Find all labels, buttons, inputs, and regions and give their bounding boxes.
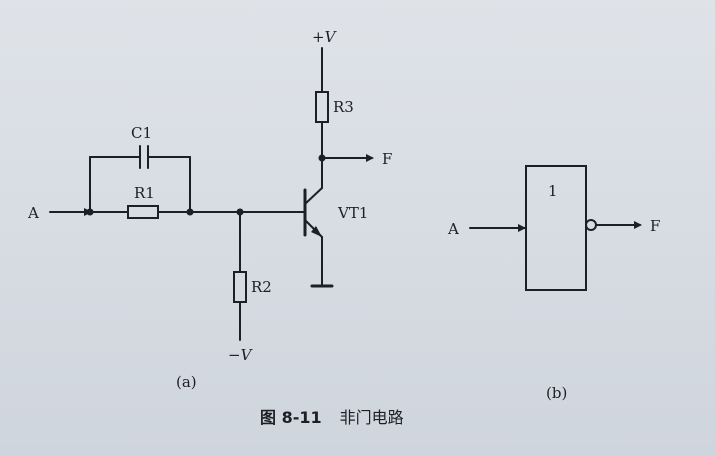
label-sub-a: (a) xyxy=(176,373,197,391)
emitter-arrow xyxy=(311,226,322,237)
label-r1: R1 xyxy=(134,184,155,202)
label-sub-b: (b) xyxy=(546,384,567,402)
label-input-a: A xyxy=(27,204,39,222)
gate-output-arrow xyxy=(634,221,642,229)
gate-input-arrow xyxy=(518,224,526,232)
transistor-collector xyxy=(304,187,323,205)
junction-dot xyxy=(318,154,326,162)
label-vcc: +V xyxy=(312,28,338,46)
label-gate-input-a: A xyxy=(447,220,459,238)
figure-number: 图 8-11 xyxy=(260,408,322,427)
output-arrow xyxy=(366,154,374,162)
label-r2: R2 xyxy=(251,278,272,296)
figure-title: 非门电路 xyxy=(339,408,404,427)
figure-caption: 图 8-11 非门电路 xyxy=(260,404,404,428)
label-vee: −V xyxy=(228,346,254,364)
not-gate-bubble xyxy=(585,219,597,231)
label-gate-text: 1 xyxy=(548,182,558,200)
junction-dot xyxy=(86,208,94,216)
resistor-r2 xyxy=(233,271,247,303)
label-vt1: VT1 xyxy=(337,204,368,222)
junction-dot xyxy=(236,208,244,216)
junction-dot xyxy=(186,208,194,216)
label-gate-output-f: F xyxy=(650,217,660,235)
resistor-r1 xyxy=(127,205,159,219)
junction-dots xyxy=(86,154,326,216)
resistor-r3 xyxy=(315,91,329,123)
label-r3: R3 xyxy=(333,98,354,116)
label-output-f: F xyxy=(382,150,392,168)
label-c1: C1 xyxy=(131,124,152,142)
